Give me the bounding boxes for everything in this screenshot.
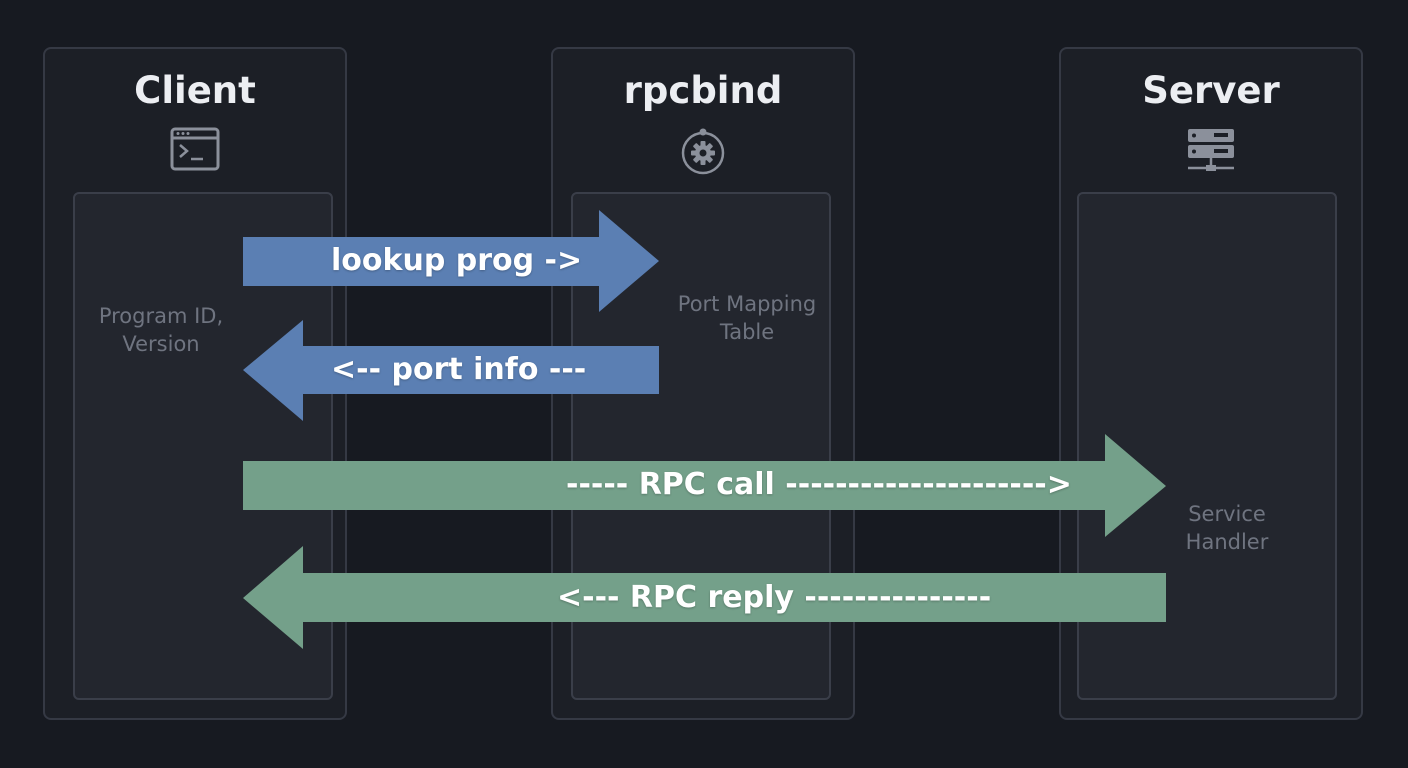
label-port-info: <-- port info --- <box>331 352 587 387</box>
label-rpc-call: ----- RPC call ---------------------> <box>566 467 1072 502</box>
client-title: Client <box>134 69 256 112</box>
server-title: Server <box>1142 69 1280 112</box>
arrow-port-info <box>243 320 659 421</box>
rpcbind-inner-label: Port Mapping Table <box>677 292 817 344</box>
arrow-lookup-prog <box>243 210 659 312</box>
rpcbind-title: rpcbind <box>623 69 783 112</box>
gear-icon <box>679 127 727 179</box>
arrow-rpc-reply <box>243 546 1166 649</box>
server-inner-label: Service Handler <box>1185 502 1269 554</box>
terminal-icon <box>170 127 220 175</box>
server-icon <box>1186 127 1236 177</box>
label-lookup-prog: lookup prog -> <box>331 243 583 278</box>
server-inner-box: Service Handler <box>1077 192 1337 700</box>
arrow-rpc-call <box>243 434 1166 537</box>
client-inner-label: Program ID, Version <box>98 304 224 356</box>
label-rpc-reply: <--- RPC reply --------------- <box>557 580 992 615</box>
